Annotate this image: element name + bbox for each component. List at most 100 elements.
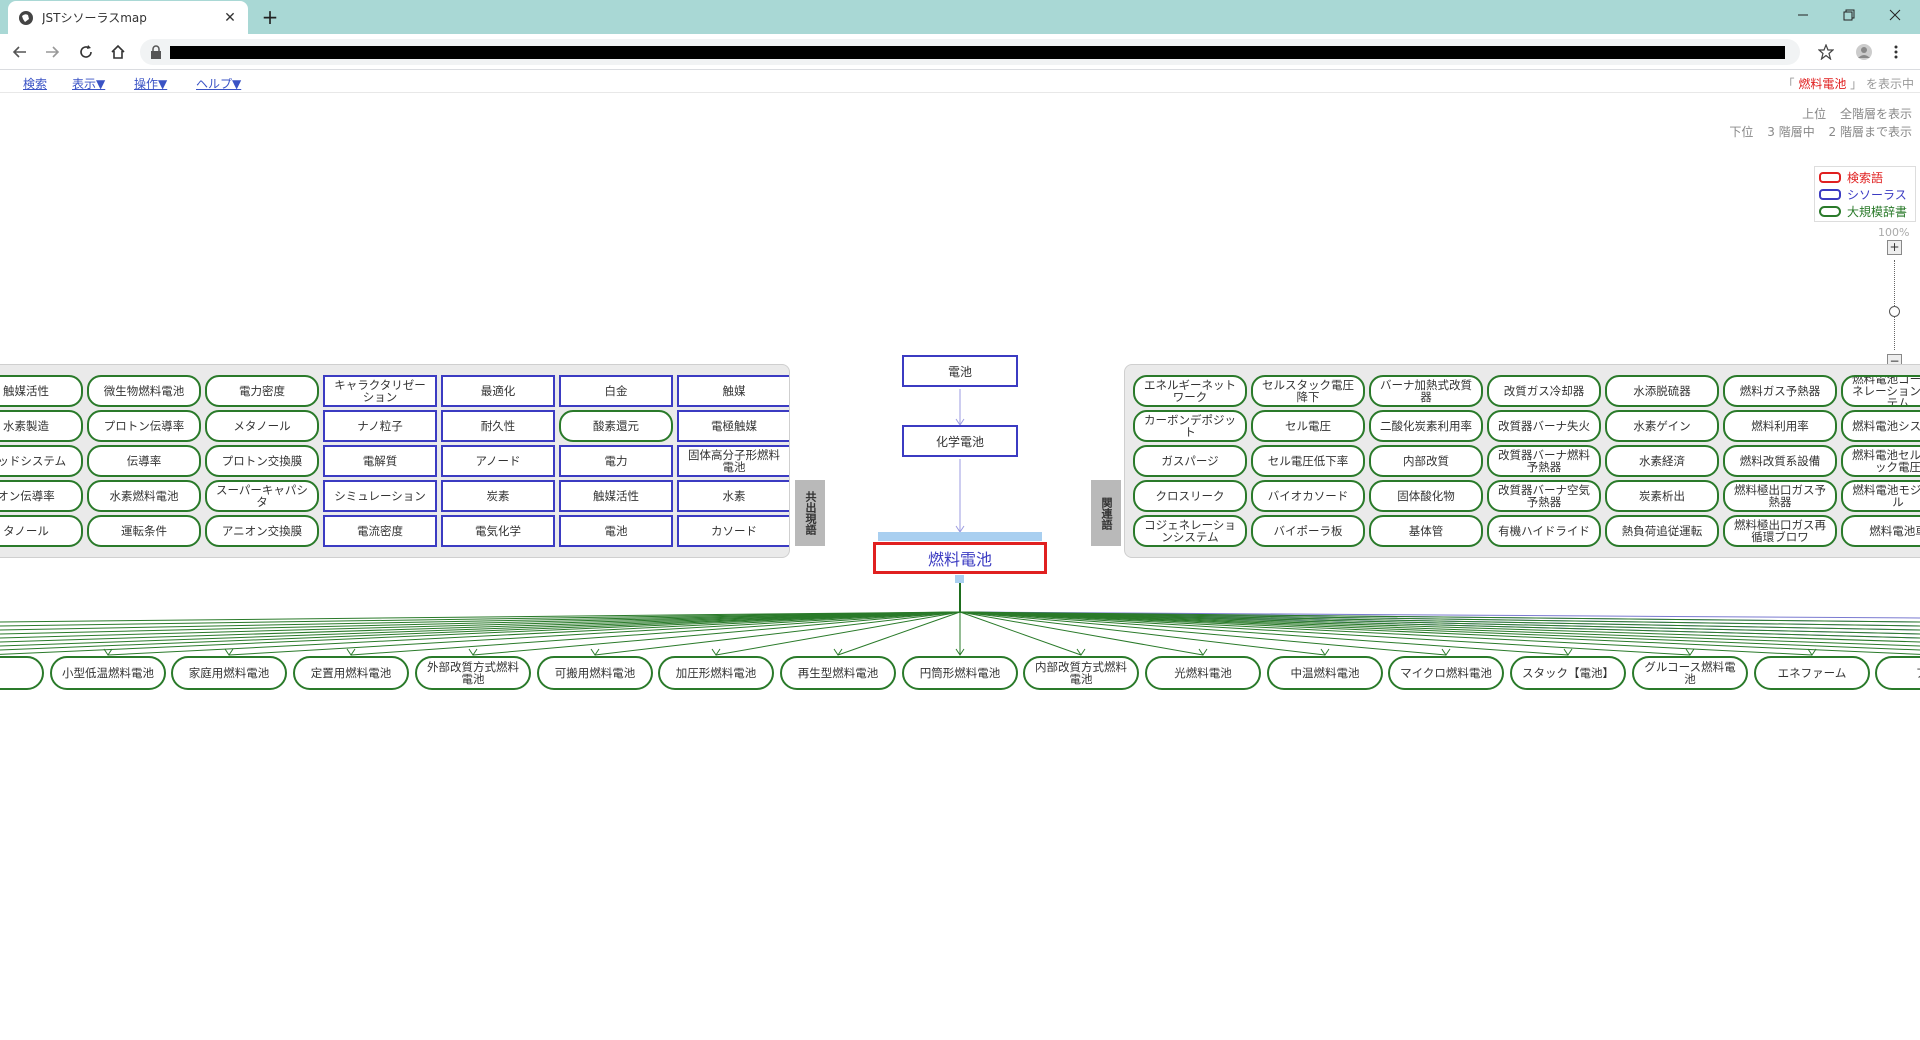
cooccurrence-term[interactable]: 電極触媒 <box>677 410 789 442</box>
cooccurrence-term[interactable]: 炭素 <box>441 480 555 512</box>
related-term[interactable]: 燃料電池セルスタック電圧 <box>1841 445 1920 477</box>
close-window-icon[interactable] <box>1872 4 1918 26</box>
cooccurrence-term[interactable]: 水素燃料電池 <box>87 480 201 512</box>
zoom-slider-track[interactable] <box>1894 260 1895 350</box>
child-term[interactable]: 円筒形燃料電池 <box>902 656 1018 690</box>
cooccurrence-term[interactable]: 固体高分子形燃料電池 <box>677 445 789 477</box>
menu-search[interactable]: 検索 <box>23 77 48 91</box>
related-term[interactable]: 改質器バーナ失火 <box>1487 410 1601 442</box>
related-term[interactable]: 燃料電池車 <box>1841 515 1920 547</box>
browser-tab[interactable]: JSTシソーラスmap ✕ <box>8 1 248 34</box>
cooccurrence-term[interactable]: アニオン交換膜 <box>205 515 319 547</box>
related-term[interactable]: 改質器バーナ空気予熱器 <box>1487 480 1601 512</box>
upper-term[interactable]: 電池 <box>902 355 1018 387</box>
related-term[interactable]: 改質器バーナ燃料予熱器 <box>1487 445 1601 477</box>
home-icon[interactable] <box>106 41 130 63</box>
cooccurrence-term[interactable]: 微生物燃料電池 <box>87 375 201 407</box>
child-term[interactable]: スタック【電池】 <box>1510 656 1626 690</box>
related-term[interactable]: セル電圧 <box>1251 410 1365 442</box>
center-expand-bar[interactable] <box>878 532 1042 541</box>
related-term[interactable]: コジェネレーションシステム <box>1133 515 1247 547</box>
related-term[interactable]: 燃料電池コージェネレーションシステム <box>1841 375 1920 407</box>
cooccurrence-term[interactable]: 電池 <box>559 515 673 547</box>
cooccurrence-term[interactable]: 触媒 <box>677 375 789 407</box>
zoom-slider-handle[interactable] <box>1889 306 1900 317</box>
menu-help[interactable]: ヘルプ▼ <box>196 77 242 91</box>
child-term[interactable]: 家庭用燃料電池 <box>171 656 287 690</box>
child-term[interactable]: 加圧形燃料電池 <box>658 656 774 690</box>
lower-value[interactable]: 2 階層まで表示 <box>1828 125 1912 139</box>
upper-term[interactable]: 化学電池 <box>902 425 1018 457</box>
cooccurrence-term[interactable]: 運転条件 <box>87 515 201 547</box>
menu-view[interactable]: 表示▼ <box>72 77 106 91</box>
cooccurrence-term[interactable]: プロトン交換膜 <box>205 445 319 477</box>
child-term[interactable]: アルカ <box>1875 656 1920 690</box>
zoom-in-button[interactable]: + <box>1887 240 1902 255</box>
cooccurrence-term[interactable]: 最適化 <box>441 375 555 407</box>
related-term[interactable]: セル電圧低下率 <box>1251 445 1365 477</box>
related-term[interactable]: カーボンデポジット <box>1133 410 1247 442</box>
cooccurrence-term[interactable]: 触媒活性 <box>0 375 83 407</box>
cooccurrence-term[interactable]: 水素製造 <box>0 410 83 442</box>
related-term[interactable]: 水素ゲイン <box>1605 410 1719 442</box>
related-term[interactable]: 燃料電池システム <box>1841 410 1920 442</box>
cooccurrence-term[interactable]: 酸素還元 <box>559 410 673 442</box>
cooccurrence-term[interactable]: カソード <box>677 515 789 547</box>
cooccurrence-term[interactable]: 触媒活性 <box>559 480 673 512</box>
reload-icon[interactable] <box>74 41 98 63</box>
cooccurrence-term[interactable]: 電力密度 <box>205 375 319 407</box>
related-term[interactable]: 内部改質 <box>1369 445 1483 477</box>
center-term[interactable]: 燃料電池 <box>873 542 1047 574</box>
back-icon[interactable] <box>8 41 32 63</box>
child-term[interactable]: 可搬用燃料電池 <box>537 656 653 690</box>
cooccurrence-term[interactable]: 電流密度 <box>323 515 437 547</box>
child-term[interactable]: 電池 <box>0 656 44 690</box>
cooccurrence-term[interactable]: メタノール <box>205 410 319 442</box>
cooccurrence-term[interactable]: 電気化学 <box>441 515 555 547</box>
cooccurrence-term[interactable]: プロトン伝導率 <box>87 410 201 442</box>
related-term[interactable]: 燃料極出口ガス予熱器 <box>1723 480 1837 512</box>
related-term[interactable]: 二酸化炭素利用率 <box>1369 410 1483 442</box>
cooccurrence-term[interactable]: 耐久性 <box>441 410 555 442</box>
child-term[interactable]: 外部改質方式燃料電池 <box>415 656 531 690</box>
new-tab-button[interactable]: + <box>261 5 279 29</box>
related-term[interactable]: 熱負荷追従運転 <box>1605 515 1719 547</box>
related-term[interactable]: クロスリーク <box>1133 480 1247 512</box>
related-term[interactable]: 水添脱硫器 <box>1605 375 1719 407</box>
minimize-icon[interactable] <box>1780 4 1826 26</box>
cooccurrence-term[interactable]: タノール <box>0 515 83 547</box>
center-expand-handle[interactable] <box>955 575 964 583</box>
cooccurrence-term[interactable]: シミュレーション <box>323 480 437 512</box>
related-term[interactable]: バイオカソード <box>1251 480 1365 512</box>
related-term[interactable]: 固体酸化物 <box>1369 480 1483 512</box>
related-term[interactable]: エネルギーネットワーク <box>1133 375 1247 407</box>
more-menu-icon[interactable] <box>1884 41 1908 63</box>
child-term[interactable]: 再生型燃料電池 <box>780 656 896 690</box>
close-tab-icon[interactable]: ✕ <box>224 9 236 26</box>
star-icon[interactable] <box>1814 41 1838 63</box>
child-term[interactable]: グルコース燃料電池 <box>1632 656 1748 690</box>
related-term[interactable]: 燃料ガス予熱器 <box>1723 375 1837 407</box>
child-term[interactable]: 定置用燃料電池 <box>293 656 409 690</box>
child-term[interactable]: 光燃料電池 <box>1145 656 1261 690</box>
cooccurrence-term[interactable]: 伝導率 <box>87 445 201 477</box>
related-term[interactable]: 水素経済 <box>1605 445 1719 477</box>
cooccurrence-term[interactable]: リッドシステム <box>0 445 83 477</box>
profile-icon[interactable] <box>1852 41 1876 63</box>
related-term[interactable]: 炭素析出 <box>1605 480 1719 512</box>
menu-operation[interactable]: 操作▼ <box>134 77 168 91</box>
address-bar[interactable] <box>140 39 1800 65</box>
related-term[interactable]: 改質ガス冷却器 <box>1487 375 1601 407</box>
child-term[interactable]: マイクロ燃料電池 <box>1388 656 1504 690</box>
child-term[interactable]: 内部改質方式燃料電池 <box>1023 656 1139 690</box>
related-term[interactable]: 燃料極出口ガス再循環ブロワ <box>1723 515 1837 547</box>
related-term[interactable]: 有機ハイドライド <box>1487 515 1601 547</box>
cooccurrence-term[interactable]: キャラクタリゼーション <box>323 375 437 407</box>
related-term[interactable]: バイポーラ板 <box>1251 515 1365 547</box>
related-term[interactable]: バーナ加熱式改質器 <box>1369 375 1483 407</box>
cooccurrence-term[interactable]: 電解質 <box>323 445 437 477</box>
child-term[interactable]: 小型低温燃料電池 <box>50 656 166 690</box>
related-term[interactable]: セルスタック電圧降下 <box>1251 375 1365 407</box>
related-term[interactable]: ガスパージ <box>1133 445 1247 477</box>
cooccurrence-term[interactable]: ナノ粒子 <box>323 410 437 442</box>
